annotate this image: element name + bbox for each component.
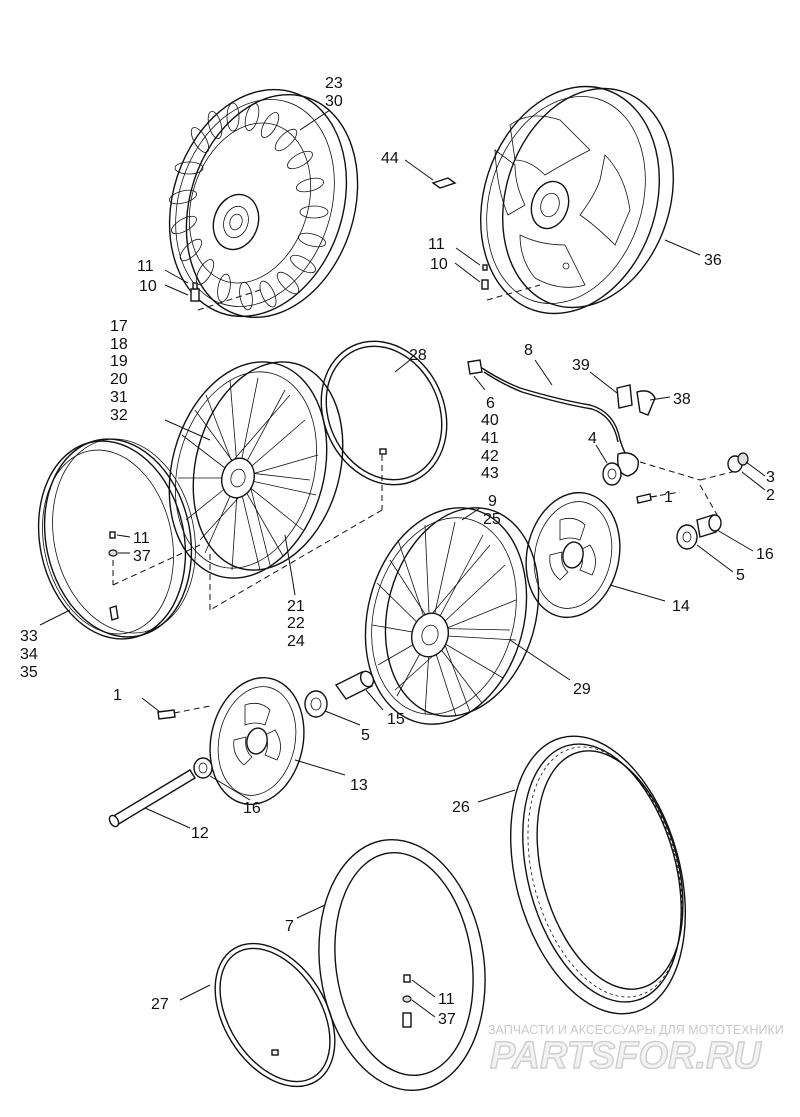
callout-5: 5 <box>361 727 370 744</box>
callout-27: 27 <box>151 996 169 1013</box>
spacer-16-right-drawing <box>696 514 722 538</box>
laced-wheel-rear-drawing <box>168 361 344 579</box>
bearing-5-right-drawing <box>676 524 698 550</box>
callout-17: 17 <box>110 318 128 335</box>
callout-39: 39 <box>572 357 590 374</box>
callout-19: 19 <box>110 353 128 370</box>
callout-11: 11 <box>428 236 445 253</box>
callout-1: 1 <box>113 687 122 704</box>
callout-38: 38 <box>673 391 691 408</box>
callout-11: 11 <box>133 530 150 547</box>
callout-15: 15 <box>387 711 405 728</box>
rim-strip-27-drawing <box>214 942 336 1088</box>
callout-40: 40 <box>481 412 499 429</box>
brake-disc-13-drawing <box>209 676 305 806</box>
callout-8: 8 <box>524 342 533 359</box>
watermark: ЗАПЧАСТИ И АКСЕССУАРЫ ДЛЯ МОТОТЕХНИКИ PA… <box>488 1023 784 1078</box>
speed-sensor-drawing <box>467 359 656 477</box>
callout-24: 24 <box>287 633 305 650</box>
callout-14: 14 <box>672 598 690 615</box>
cast-wheel-turbine-drawing <box>168 88 359 319</box>
callout-33: 33 <box>20 628 38 645</box>
callout-2: 2 <box>766 487 775 504</box>
bearing-5-left-drawing <box>304 690 328 718</box>
spacer-16-left-drawing <box>193 757 213 779</box>
callout-22: 22 <box>287 615 305 632</box>
callout-16: 16 <box>243 800 261 817</box>
callout-41: 41 <box>481 430 499 447</box>
callout-30: 30 <box>325 93 343 110</box>
leader-lines <box>39 109 766 1018</box>
callout-13: 13 <box>350 777 368 794</box>
rim-33-drawing <box>37 438 196 640</box>
callout-6: 6 <box>486 395 495 412</box>
callout-32: 32 <box>110 407 128 424</box>
callout-10: 10 <box>430 256 448 273</box>
callout-21: 21 <box>287 598 305 615</box>
inner-tube-7-drawing <box>318 839 486 1091</box>
watermark-tagline: ЗАПЧАСТИ И АКСЕССУАРЫ ДЛЯ МОТОТЕХНИКИ <box>488 1023 784 1037</box>
rim-strip-28-drawing <box>320 340 448 486</box>
brake-disc-14-drawing <box>525 491 621 619</box>
callout-7: 7 <box>285 918 294 935</box>
callout-11: 11 <box>438 991 455 1008</box>
spacer-15-drawing <box>334 670 375 700</box>
valve-parts-11-37-bottom <box>402 974 412 1003</box>
valve-stem-right-drawing <box>481 264 541 301</box>
callout-28: 28 <box>409 347 427 364</box>
callout-4: 4 <box>588 430 597 447</box>
valve-parts-11-37-left <box>108 531 201 586</box>
axle-nut-2-3-drawing <box>727 452 749 473</box>
bolt-1-right-drawing <box>636 491 681 504</box>
callout-5: 5 <box>736 567 745 584</box>
callout-36: 36 <box>704 252 722 269</box>
callout-43: 43 <box>481 465 499 482</box>
tire-26-drawing <box>509 735 687 1015</box>
callout-42: 42 <box>481 448 499 465</box>
callout-20: 20 <box>110 371 128 388</box>
bolt-1-left-drawing <box>157 705 211 720</box>
callout-44: 44 <box>381 150 399 167</box>
callout-35: 35 <box>20 664 38 681</box>
callout-23: 23 <box>325 75 343 92</box>
laced-wheel-front-drawing <box>364 507 540 725</box>
callout-9: 9 <box>488 493 497 510</box>
callout-3: 3 <box>766 469 775 486</box>
turbine-slots <box>168 102 329 311</box>
callout-10: 10 <box>139 278 157 295</box>
callout-16: 16 <box>756 546 774 563</box>
callout-18: 18 <box>110 336 128 353</box>
callout-37: 37 <box>133 548 151 565</box>
callout-29: 29 <box>573 681 591 698</box>
cast-wheel-spoke-drawing <box>479 85 675 315</box>
callout-25: 25 <box>483 511 501 528</box>
callout-12: 12 <box>191 825 209 842</box>
axle-12-drawing <box>108 769 196 828</box>
valve-stem-drawing <box>190 282 261 311</box>
callout-37: 37 <box>438 1011 456 1028</box>
callout-labels: 23 30 44 11 10 11 10 36 17 18 19 20 31 3… <box>20 75 775 1028</box>
callout-31: 31 <box>110 389 128 406</box>
callout-1: 1 <box>664 489 673 506</box>
watermark-brand: PARTSFOR.RU <box>490 1035 762 1077</box>
spacer-4-drawing <box>602 462 622 486</box>
weight-44-drawing <box>431 177 457 189</box>
callout-34: 34 <box>20 646 38 663</box>
callout-11: 11 <box>137 258 154 275</box>
callout-26: 26 <box>452 799 470 816</box>
